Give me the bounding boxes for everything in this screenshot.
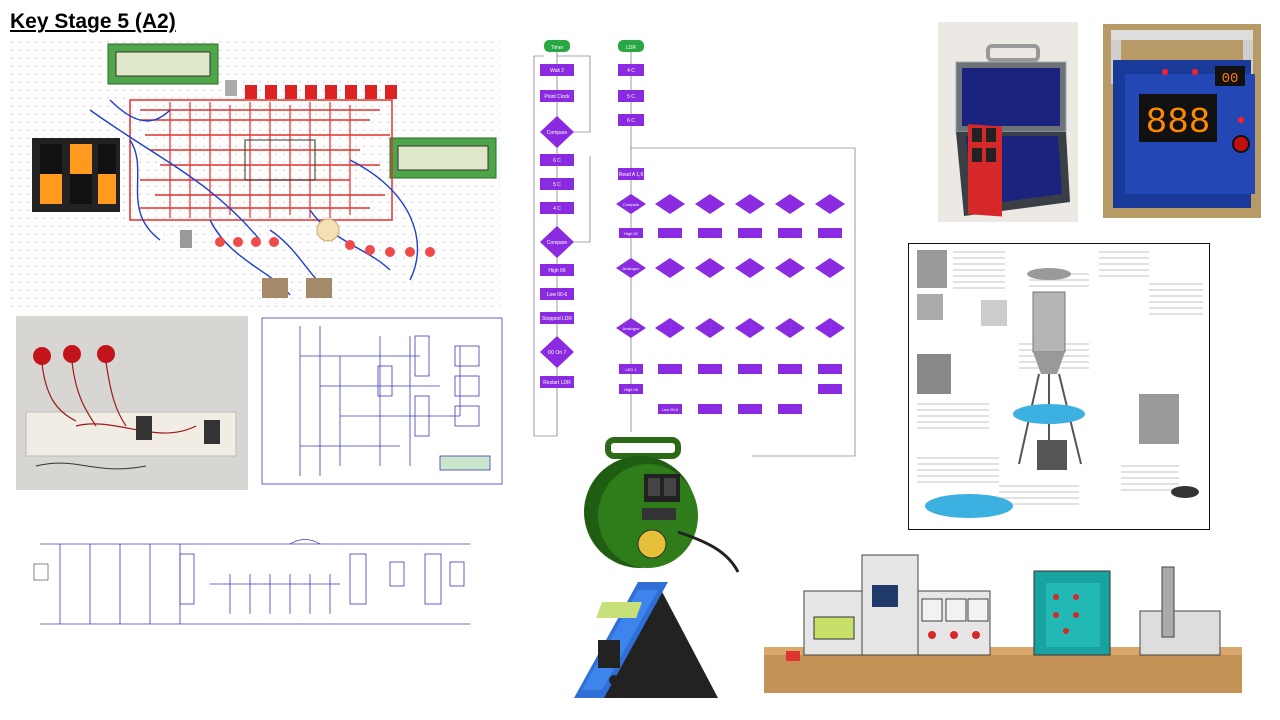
cad-reel-device	[568, 432, 752, 578]
breadboard-photo	[16, 316, 248, 490]
machine-unit-1	[803, 554, 919, 656]
flowchart-right-grid	[616, 194, 845, 414]
flow-col-label-4: Analogue	[623, 326, 641, 331]
flow-left-box-3: Compare	[547, 130, 568, 136]
push-button-icon-photo	[33, 345, 115, 365]
cad-triangle-device	[568, 580, 740, 704]
circuit-schematic-1	[260, 316, 504, 486]
flow-col-label-5: LED 1	[625, 367, 637, 372]
machine-unit-2	[917, 590, 991, 656]
seven-segment-icon-large: 888	[1139, 94, 1217, 143]
slide-title: Key Stage 5 (A2)	[10, 10, 176, 33]
flowchart-right-top: LDR 4 C 5 C 6 C Read A 1,6	[618, 40, 856, 457]
timer-device-photo: 00 888	[1103, 24, 1261, 218]
flow-left-box-6: 4 C	[553, 206, 561, 212]
flow-col-label-1: Compare	[623, 202, 640, 207]
flow-left-box-1: Wait 2	[550, 68, 564, 74]
flow-left-start: Timer	[551, 45, 564, 51]
lcd-icon-right	[389, 137, 497, 179]
flow-col-label-6: High 06	[624, 387, 639, 392]
lcd-icon	[107, 43, 219, 85]
flow-col-label-7: Low 00-6	[662, 407, 679, 412]
design-sheet-document	[908, 243, 1210, 530]
mini-display: 00	[1222, 71, 1239, 87]
flowchart-panel: Timer Wait 2 Point Clock Compare 6 C 5 C	[530, 36, 860, 466]
flow-left-box-8: High 06	[548, 268, 565, 274]
flow-col-label-3: Analogue	[623, 266, 641, 271]
seven-segment-icon-case	[972, 128, 996, 162]
pcb-simulation-panel	[10, 40, 500, 308]
svg-text:888: 888	[1146, 102, 1211, 143]
flow-left-box-10: Stopped LDR	[542, 316, 572, 322]
flow-left-box-5: 5 C	[553, 182, 561, 188]
bird-feeder-drawing	[1013, 268, 1085, 469]
machine-unit-4	[1139, 566, 1221, 656]
briefcase-photo	[938, 22, 1078, 222]
flow-right-read: Read A 1,6	[619, 172, 644, 178]
circuit-schematic-2	[30, 524, 490, 636]
cad-machine-assembly	[760, 551, 1246, 705]
flow-left-box-12: Restart LDR	[543, 380, 571, 386]
machine-unit-3	[1033, 570, 1111, 656]
pcb-board	[129, 99, 393, 221]
flow-left-box-2: Point Clock	[544, 94, 570, 100]
seven-segment-icon	[136, 416, 220, 444]
flow-left-box-4: 6 C	[553, 158, 561, 164]
push-button-icon	[225, 80, 397, 99]
flow-col-label-2: High 00	[624, 231, 639, 236]
flowchart-left-column: Timer Wait 2 Point Clock Compare 6 C 5 C	[533, 40, 591, 437]
flow-left-box-7: Compare	[547, 240, 568, 246]
battery-icon	[32, 138, 120, 212]
led-icon	[215, 237, 435, 257]
flow-right-top-2: 5 C	[627, 94, 635, 100]
flow-left-box-9: Low 00-6	[547, 292, 568, 298]
flow-right-top-3: 6 C	[627, 118, 635, 124]
flow-right-top-1: 4 C	[627, 68, 635, 74]
flow-right-start: LDR	[626, 45, 636, 51]
flow-left-box-11: D0 On 7	[548, 350, 567, 356]
